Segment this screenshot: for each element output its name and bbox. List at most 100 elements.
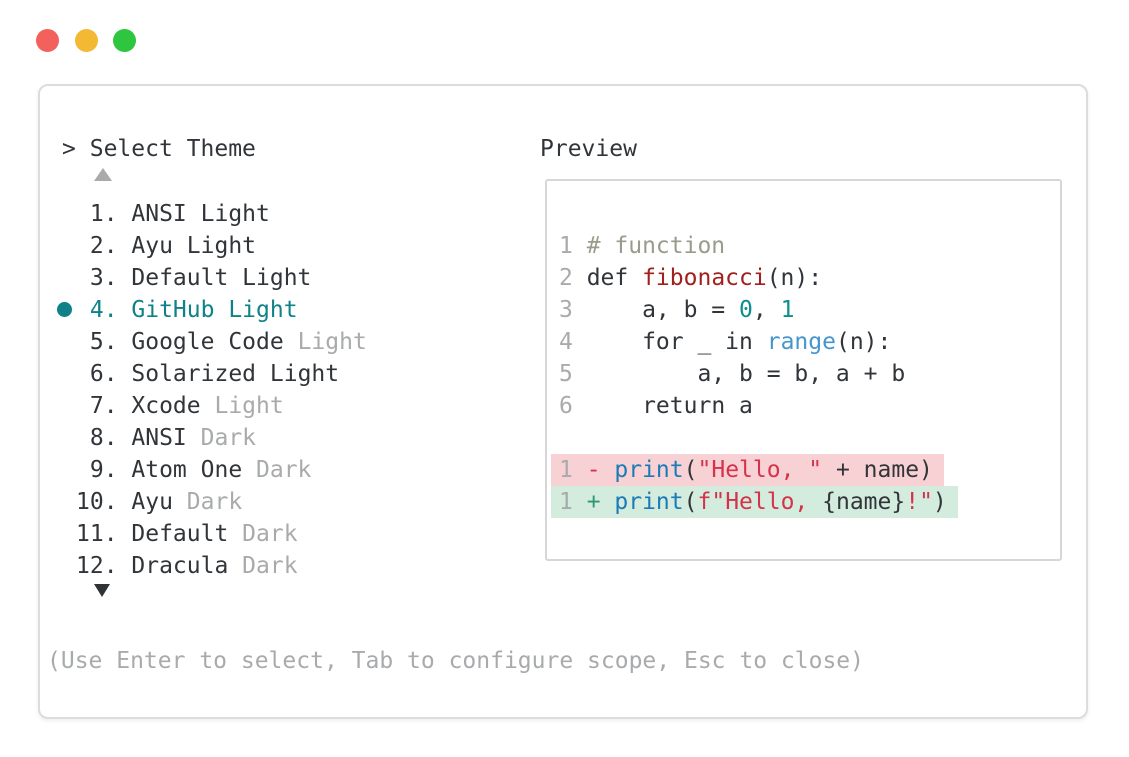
line-number: 1 [559, 489, 573, 515]
theme-list: 1. ANSI Light 2. Ayu Light 3. Default Li… [57, 198, 367, 582]
diff-line-del: 1- print("Hello, " + name) [551, 454, 944, 486]
theme-option-number: 4. [76, 297, 132, 323]
code-token-txt: a [725, 393, 753, 419]
chevron-down-icon [94, 584, 110, 597]
theme-option-9[interactable]: 9. Atom One Dark [76, 454, 367, 486]
theme-option-8[interactable]: 8. ANSI Dark [76, 422, 367, 454]
line-number: 1 [559, 233, 573, 259]
code-token-txt: ) [932, 489, 947, 515]
code-token-txt: ( [683, 457, 698, 483]
theme-option-variant: Light [228, 297, 298, 323]
close-window-button[interactable] [36, 29, 59, 52]
theme-option-4[interactable]: 4. GitHub Light [57, 294, 367, 326]
theme-option-number: 1. [76, 201, 132, 227]
code-line: 6 return a [559, 390, 905, 422]
code-line: 5 a, b = b, a + b [559, 358, 905, 390]
code-token-add: + [586, 489, 615, 515]
theme-option-variant: Dark [256, 457, 312, 483]
theme-option-variant: Dark [242, 553, 298, 579]
theme-option-variant: Light [242, 265, 312, 291]
theme-option-number: 8. [76, 425, 132, 451]
theme-option-number: 11. [76, 521, 132, 547]
code-token-txt: (n): [766, 265, 823, 291]
scroll-down-button[interactable] [94, 584, 120, 606]
theme-option-6[interactable]: 6. Solarized Light [76, 358, 367, 390]
theme-option-3[interactable]: 3. Default Light [76, 262, 367, 294]
theme-option-number: 5. [76, 329, 132, 355]
code-token-txt [753, 329, 767, 355]
code-token-txt: a, b = [586, 297, 740, 323]
theme-option-number: 9. [76, 457, 132, 483]
code-token-str: !" [905, 489, 933, 515]
palette-header: > Select Theme [62, 133, 256, 165]
prompt-caret: > [62, 136, 76, 162]
theme-option-number: 3. [76, 265, 132, 291]
minimize-window-button[interactable] [74, 29, 98, 52]
line-number: 2 [559, 265, 573, 291]
code-token-com: # function [586, 233, 726, 259]
code-token-bi2: range [766, 329, 836, 355]
theme-option-1[interactable]: 1. ANSI Light [76, 198, 367, 230]
theme-option-number: 7. [76, 393, 132, 419]
diff-line-add: 1+ print(f"Hello, {name}!") [551, 486, 958, 518]
code-token-txt: a, b = b, a + b [586, 361, 906, 387]
code-token-str: f"Hello, [697, 489, 823, 515]
code-token-num: 0 [739, 297, 753, 323]
theme-option-name: Atom One [131, 457, 257, 483]
theme-option-variant: Dark [200, 425, 257, 451]
code-token-txt: + name) [822, 457, 933, 483]
palette-title: Select Theme [89, 136, 256, 162]
theme-option-variant: Dark [186, 489, 243, 515]
theme-option-name: Xcode [131, 393, 215, 419]
theme-option-12[interactable]: 12. Dracula Dark [76, 550, 367, 582]
theme-option-5[interactable]: 5. Google Code Light [76, 326, 367, 358]
line-number: 4 [559, 329, 573, 355]
theme-option-variant: Light [214, 393, 284, 419]
theme-option-11[interactable]: 11. Default Dark [76, 518, 367, 550]
theme-option-name: Solarized [131, 361, 270, 387]
selected-bullet-icon [57, 302, 72, 317]
theme-option-variant: Light [269, 361, 340, 387]
code-token-txt [587, 329, 642, 355]
code-token-bi: print [614, 457, 684, 483]
code-line: 4 for _ in range(n): [559, 326, 905, 358]
code-token-txt: (n): [835, 329, 892, 355]
diff-row: 1- print("Hello, " + name) [551, 454, 958, 486]
theme-option-name: Google Code [131, 329, 298, 355]
footer-hint: (Use Enter to select, Tab to configure s… [47, 648, 864, 674]
theme-option-name: Dracula [131, 553, 243, 579]
theme-option-name: Default [131, 265, 243, 291]
line-number: 3 [559, 297, 573, 323]
code-token-kw: return [642, 393, 726, 419]
code-token-txt: , [752, 297, 781, 323]
preview-title: Preview [540, 136, 637, 162]
code-token-bi: print [614, 489, 684, 515]
code-line: 3 a, b = 0, 1 [559, 294, 905, 326]
diff-row: 1+ print(f"Hello, {name}!") [551, 486, 958, 518]
code-line: 1 # function [559, 230, 905, 262]
theme-picker-dialog: > Select Theme 1. ANSI Light 2. Ayu Ligh… [38, 84, 1088, 719]
theme-option-variant: Light [297, 329, 367, 355]
code-token-fn: fibonacci [642, 265, 767, 291]
zoom-window-button[interactable] [113, 29, 136, 52]
theme-option-name: ANSI [131, 425, 201, 451]
theme-option-7[interactable]: 7. Xcode Light [76, 390, 367, 422]
theme-option-name: Default [131, 521, 243, 547]
code-token-kw: in [725, 329, 753, 355]
space [76, 136, 90, 162]
theme-option-number: 12. [76, 553, 132, 579]
theme-option-2[interactable]: 2. Ayu Light [76, 230, 367, 262]
chevron-up-icon [94, 168, 112, 181]
theme-option-variant: Light [200, 201, 270, 227]
code-token-txt: {name} [822, 489, 906, 515]
theme-option-10[interactable]: 10. Ayu Dark [76, 486, 367, 518]
theme-option-name: GitHub [131, 297, 229, 323]
theme-option-variant: Dark [242, 521, 298, 547]
code-token-txt: _ [683, 329, 726, 355]
theme-option-variant: Light [186, 233, 257, 259]
scroll-up-button[interactable] [94, 168, 120, 190]
